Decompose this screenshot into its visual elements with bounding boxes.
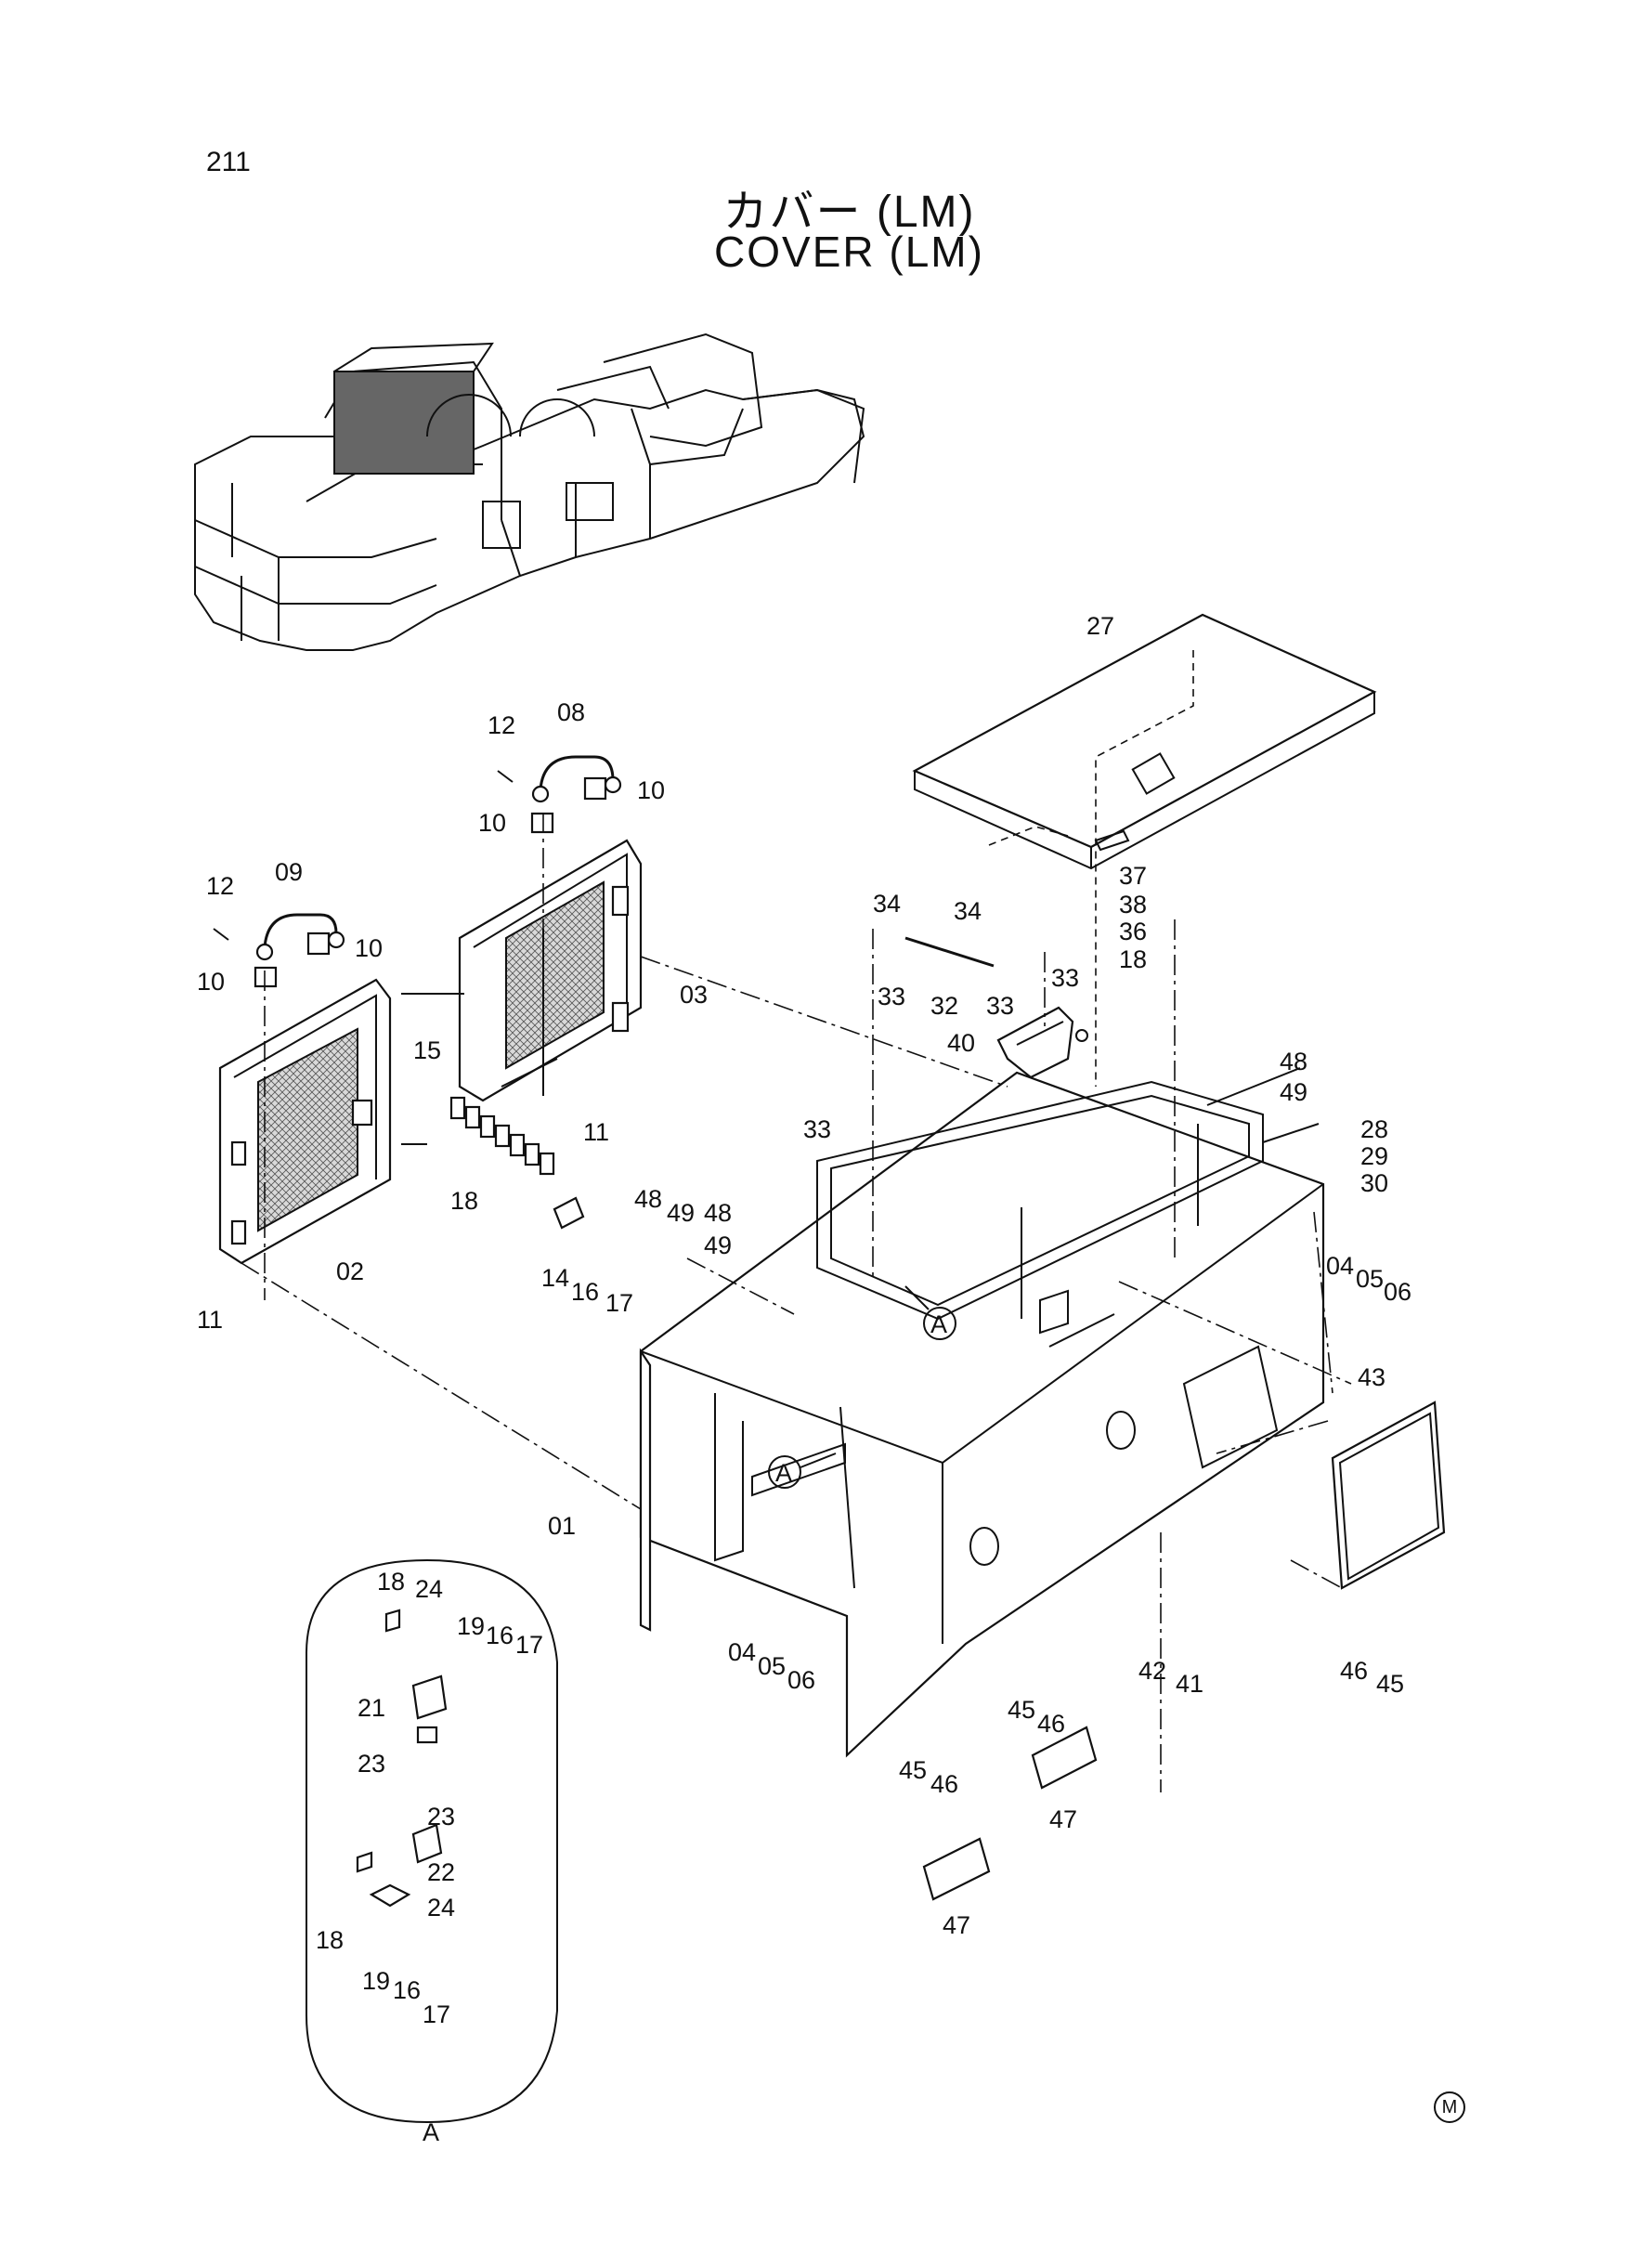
part-number: 33 [878, 983, 905, 1010]
part-number: 19 [362, 1967, 390, 1995]
part-number: 06 [1384, 1278, 1411, 1306]
part-number: 18 [1119, 945, 1147, 973]
part-number: 29 [1360, 1142, 1388, 1170]
part-number: 21 [358, 1694, 385, 1722]
callout-A: A A A [423, 1285, 956, 2146]
part-number: 17 [515, 1631, 543, 1659]
part-number: 22 [427, 1858, 455, 1886]
part-number: 18 [450, 1187, 478, 1215]
part-number: 04 [1326, 1252, 1354, 1280]
callout-letter: A [775, 1459, 792, 1487]
part-number: 33 [986, 992, 1014, 1020]
side-cover-43 [1331, 1401, 1446, 1590]
part-number: 15 [413, 1036, 441, 1064]
part-number: 05 [758, 1652, 786, 1680]
bracket-40 [996, 1006, 1074, 1079]
detail-label: A [423, 2118, 439, 2146]
door-panel-03 [458, 839, 643, 1102]
part-number: 48 [1280, 1048, 1307, 1075]
main-frame-01 [639, 1029, 1325, 1758]
part-number: 16 [571, 1278, 599, 1306]
part-number: 46 [1340, 1657, 1368, 1685]
handle-08 [497, 755, 622, 834]
part-number: 30 [1360, 1169, 1388, 1197]
shim-plates [449, 1096, 585, 1230]
part-number: 10 [197, 968, 225, 996]
part-number: 49 [667, 1199, 695, 1227]
page-number: 211 [206, 147, 251, 177]
part-number: 43 [1358, 1363, 1385, 1391]
door-panel-02 [218, 978, 392, 1265]
part-number: 45 [899, 1756, 927, 1784]
part-number: 47 [1049, 1805, 1077, 1833]
part-number: 04 [728, 1638, 756, 1666]
part-number: 45 [1376, 1670, 1404, 1698]
part-number: 49 [1280, 1078, 1307, 1106]
part-number: 36 [1119, 918, 1147, 945]
part-number: 03 [680, 981, 708, 1009]
part-number: 33 [803, 1115, 831, 1143]
part-number: 14 [541, 1264, 569, 1292]
part-number: 46 [930, 1770, 958, 1798]
part-number: 32 [930, 992, 958, 1020]
handle-09 [213, 913, 345, 988]
title-english: COVER (LM) [714, 228, 984, 276]
part-number: 37 [1119, 862, 1147, 890]
part-number: 10 [637, 776, 665, 804]
part-number: 28 [1360, 1115, 1388, 1143]
part-number: 09 [275, 858, 303, 886]
part-number: 40 [947, 1029, 975, 1057]
part-number: 42 [1138, 1657, 1166, 1685]
detail-view-A [306, 1558, 558, 2124]
part-number: 38 [1119, 891, 1147, 919]
part-number: 49 [704, 1231, 732, 1259]
part-number: 05 [1356, 1265, 1384, 1293]
part-number: 16 [486, 1622, 514, 1649]
part-number: 27 [1086, 612, 1114, 640]
part-number: 11 [583, 1118, 609, 1146]
part-number: 33 [1051, 964, 1079, 992]
part-number: 02 [336, 1257, 364, 1285]
part-number: 45 [1008, 1696, 1035, 1724]
part-number: 17 [605, 1289, 633, 1317]
title-japanese: カバー (LM) [722, 188, 976, 237]
cover-plate-47-left [922, 1837, 991, 1901]
part-number: 12 [206, 872, 234, 900]
part-number: 19 [457, 1612, 485, 1640]
rod-32 [904, 936, 995, 968]
part-number: 34 [954, 897, 982, 925]
part-number: 48 [704, 1199, 732, 1227]
part-number: 34 [873, 890, 901, 918]
corner-mark-icon: M [1434, 2091, 1465, 2123]
part-number: 10 [478, 809, 506, 837]
part-number: 08 [557, 698, 585, 726]
part-number: 10 [355, 934, 383, 962]
callout-letter: A [930, 1310, 947, 1338]
part-number: 11 [197, 1306, 223, 1334]
part-number: 23 [427, 1803, 455, 1831]
leader-lines [241, 813, 1352, 1792]
part-number: 41 [1176, 1670, 1203, 1698]
top-cover-panel [912, 613, 1377, 1087]
cover-plate-47-right [1031, 1726, 1098, 1790]
part-number-labels: 27 12 08 10 10 12 09 10 10 03 15 11 18 0… [197, 612, 1411, 2028]
part-number: 01 [548, 1512, 576, 1540]
part-number: 23 [358, 1750, 385, 1778]
part-number: 24 [415, 1575, 443, 1603]
part-number: 47 [943, 1911, 970, 1939]
machine-overview-drawing [194, 332, 865, 651]
part-number: 46 [1037, 1710, 1065, 1738]
part-number: 24 [427, 1894, 455, 1922]
part-number: 18 [316, 1926, 344, 1954]
part-number: 17 [423, 2000, 450, 2028]
part-number: 18 [377, 1568, 405, 1596]
part-number: 12 [488, 711, 515, 739]
part-number: 48 [634, 1185, 662, 1213]
part-number: 06 [787, 1666, 815, 1694]
part-number: 16 [393, 1976, 421, 2004]
